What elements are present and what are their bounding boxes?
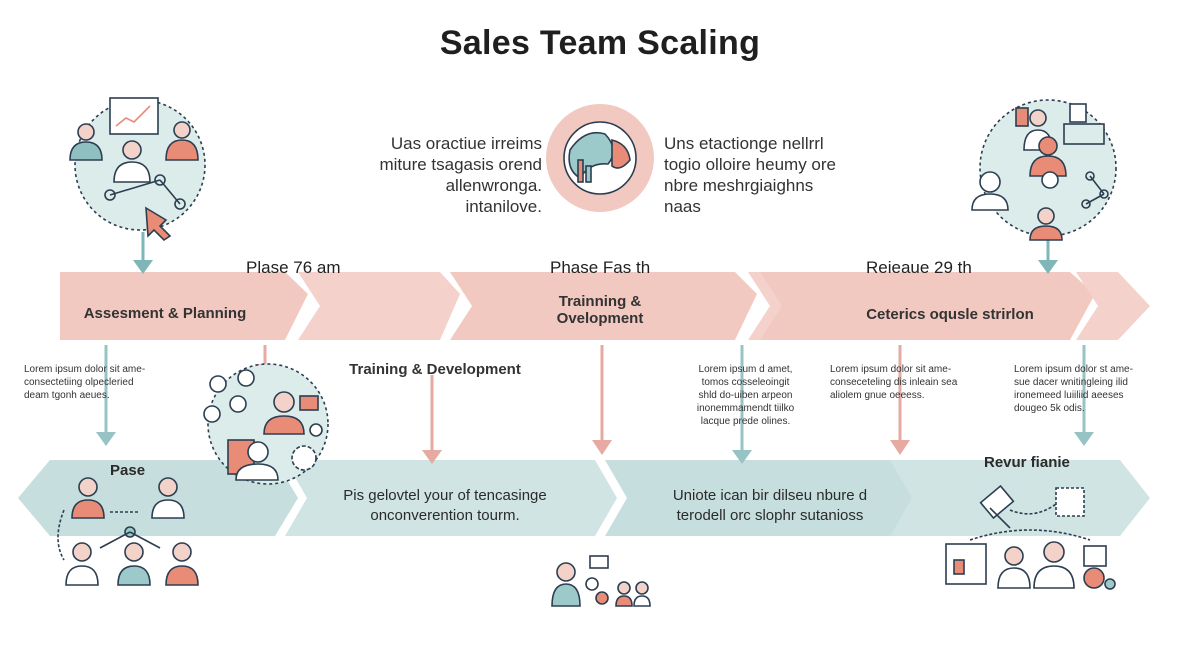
- lorem-block-1: Lorem ipsum dolor sit ame- consectetiing…: [24, 363, 174, 402]
- blue-arrow-4: [890, 460, 1150, 536]
- blue-arrow-3: [605, 460, 927, 536]
- phase-label-2: Phase Fas th: [550, 258, 651, 277]
- blue-arrow-2: [285, 460, 617, 536]
- lorem-line: tomos cosseleoingit: [701, 377, 790, 388]
- intro-left-line: miture tsagasis orend: [379, 155, 542, 174]
- pink-arrow-1: [60, 272, 308, 340]
- phase-label-3: Reieaue 29 th: [866, 258, 972, 277]
- diagram-title: Sales Team Scaling: [439, 24, 761, 62]
- intro-right-line: togio olloire heumy ore: [664, 155, 836, 174]
- pink-arrow-6: [1076, 272, 1150, 340]
- lorem-line: sue dacer wnitingleing ilid: [1014, 377, 1128, 388]
- lorem-line: Lorem ipsum dolor sit ame-: [830, 364, 952, 375]
- pink-step-label-1: Assesment & Planning: [83, 305, 247, 322]
- intro-right-line: Uns etactionge nellrrl: [664, 134, 824, 153]
- pink-process-row: [60, 272, 1150, 340]
- phase-label-1: Plase 76 am: [246, 258, 341, 277]
- lorem-line: aliolem gnue oeeess.: [830, 390, 925, 401]
- lorem-block-2: Lorem ipsum d amet, tomos cosseleoingit …: [683, 363, 808, 428]
- lorem-line: shld do-uiben arpeon: [698, 390, 793, 401]
- blue-process-row: [18, 460, 1150, 536]
- pink-arrow-2: [298, 272, 460, 340]
- lorem-line: consectetiing olpecleried: [24, 377, 134, 388]
- globe-analytics-icon: [546, 104, 654, 212]
- blue-step-label-4: Revur fianie: [984, 454, 1070, 471]
- tools-team-icon: [945, 484, 1116, 590]
- lorem-line: lacque prede olines.: [700, 416, 791, 427]
- intro-right-line: nbre meshrgiaighns naas: [664, 176, 814, 216]
- intro-left-line: Uas oractiue irreims: [390, 134, 542, 153]
- team-network-icon: [69, 97, 206, 242]
- lorem-line: Lorem ipsum dolor sit ame-: [24, 364, 146, 375]
- lorem-line: Lorem ipsum d amet,: [698, 364, 793, 375]
- lorem-block-3: Lorem ipsum dolor sit ame- conseceteling…: [830, 363, 980, 402]
- lorem-line: conseceteling dis inleain sea: [830, 377, 958, 388]
- blue-step-label-1: Pase: [110, 462, 146, 479]
- lorem-block-4: Lorem ipsum dolor st ame- sue dacer wnit…: [1014, 363, 1174, 415]
- pink-arrow-5: [760, 272, 1095, 340]
- pink-step-label-3: Ceterics oqusle strirlon: [866, 306, 1034, 323]
- team-connections-icon: [203, 363, 329, 485]
- lorem-line: ironemeed luiiliid aeeses: [1014, 390, 1124, 401]
- chat-people-icon: [551, 555, 651, 607]
- pink-step-label-2: Trainning & Ovelopment: [556, 293, 644, 327]
- lorem-line: Lorem ipsum dolor st ame-: [1014, 364, 1133, 375]
- team-management-icon: [971, 99, 1117, 241]
- training-group-icon: [57, 477, 199, 586]
- blue-step-label-2: Pis gelovtel your of tencasinge onconver…: [343, 487, 547, 524]
- lorem-line: deam tgonh aeues.: [24, 390, 110, 401]
- lorem-line: dougeo 5k odis.: [1014, 403, 1085, 414]
- blue-step-label-3: Uniote ican bir dilseu nbure d terodell …: [672, 487, 868, 524]
- pink-arrow-3: [450, 272, 757, 340]
- lorem-line: inonemmamendt tiilko: [696, 403, 795, 414]
- intro-text-left: Uas oractiue irreims miture tsagasis ore…: [372, 133, 542, 217]
- intro-text-right: Uns etactionge nellrrl togio olloire heu…: [664, 133, 854, 217]
- intro-left-line: allenwronga. intanilove.: [445, 176, 542, 216]
- mid-heading: Training & Development: [349, 361, 521, 378]
